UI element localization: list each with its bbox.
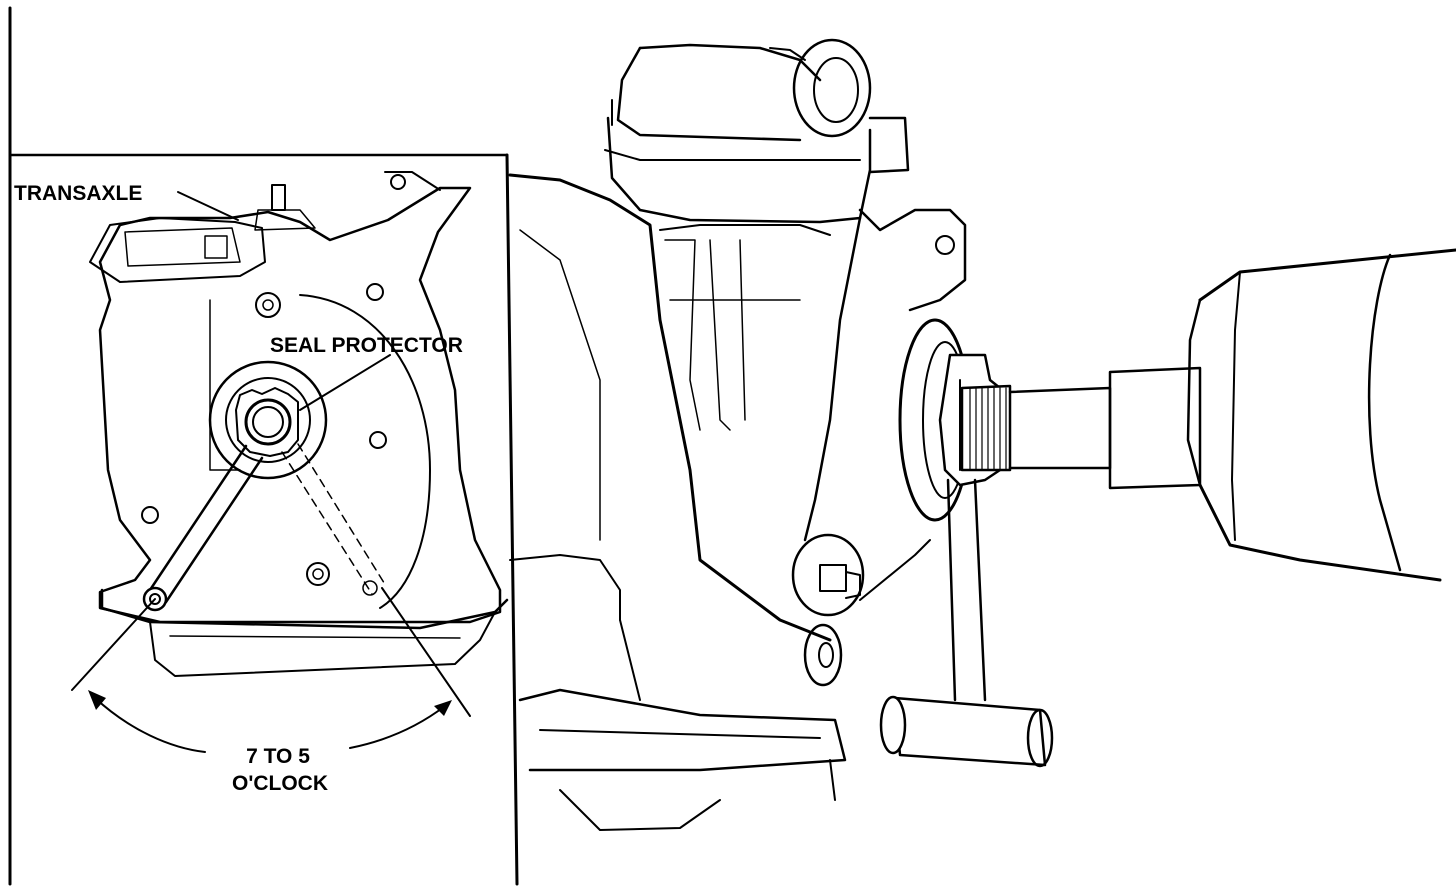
seal-installer-closeup-view <box>508 38 1456 831</box>
seal-protector-label: SEAL PROTECTOR <box>270 334 463 357</box>
illustration-frame <box>8 6 519 886</box>
transaxle-label: TRANSAXLE <box>14 182 142 205</box>
clock-range-label-line1: 7 TO 5 <box>246 745 310 768</box>
clock-range-label-line2: O'CLOCK <box>232 772 328 795</box>
shaft-splines <box>969 387 1007 471</box>
transaxle-side-view <box>71 171 509 753</box>
